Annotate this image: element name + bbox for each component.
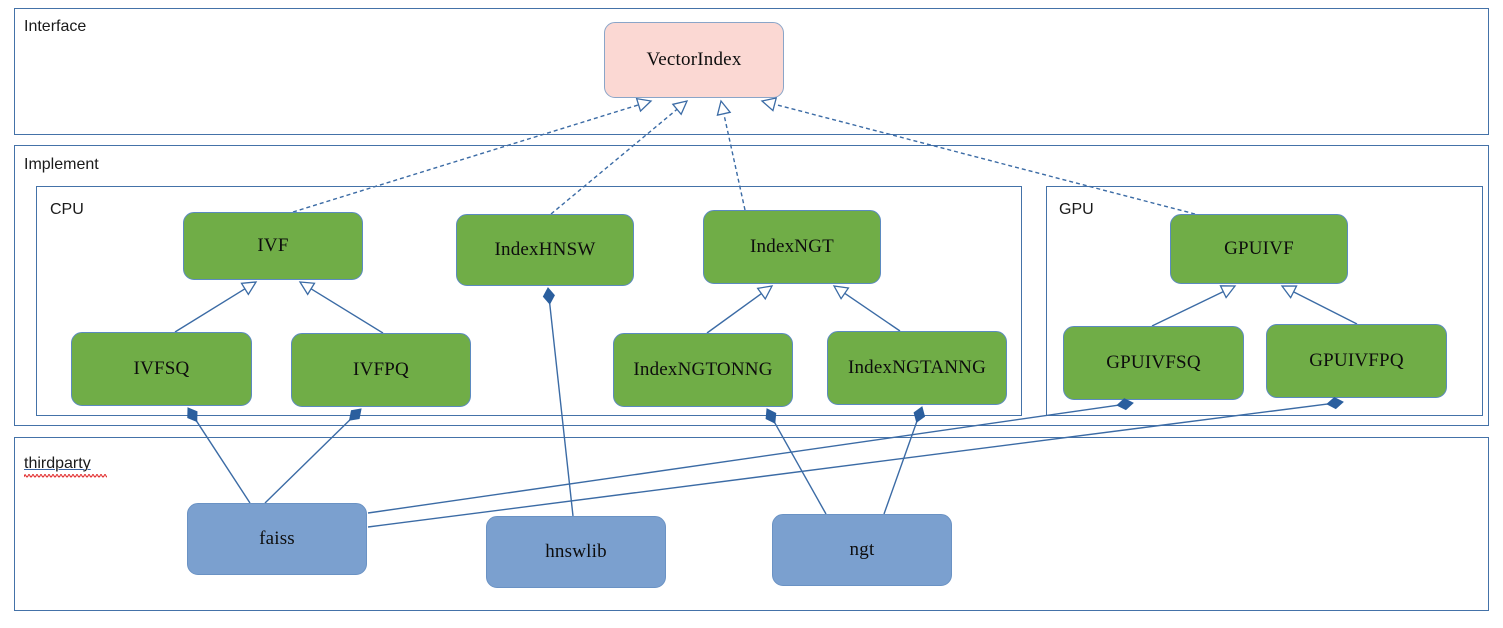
edge-ivf-to-vectorindex bbox=[292, 104, 639, 213]
group-box-thirdparty bbox=[14, 437, 1489, 611]
class-node-faiss[interactable]: faiss bbox=[187, 503, 367, 575]
class-node-indexngt[interactable]: IndexNGT bbox=[703, 210, 881, 284]
edge-ngt-to-indexngtonng bbox=[773, 421, 827, 515]
class-node-ngt[interactable]: ngt bbox=[772, 514, 952, 586]
class-node-ivf[interactable]: IVF bbox=[183, 212, 363, 280]
class-node-gpuivf[interactable]: GPUIVF bbox=[1170, 214, 1348, 284]
edge-ivfpq-to-ivf bbox=[310, 288, 384, 334]
class-node-hnswlib[interactable]: hnswlib bbox=[486, 516, 666, 588]
group-label-cpu: CPU bbox=[50, 201, 84, 218]
class-node-indexngtonng[interactable]: IndexNGTONNG bbox=[613, 333, 793, 407]
class-node-ivfsq[interactable]: IVFSQ bbox=[71, 332, 252, 406]
edge-indexngt-to-vectorindex bbox=[723, 113, 746, 211]
class-node-indexngtanng[interactable]: IndexNGTANNG bbox=[827, 331, 1007, 405]
edge-ivfsq-to-ivf bbox=[174, 288, 246, 333]
group-box-interface bbox=[14, 8, 1489, 135]
edge-indexngtanng-to-indexngt bbox=[844, 292, 901, 332]
class-node-gpuivfsq[interactable]: GPUIVFSQ bbox=[1063, 326, 1244, 400]
class-node-gpuivfpq[interactable]: GPUIVFPQ bbox=[1266, 324, 1447, 398]
spellcheck-squiggle-icon bbox=[24, 474, 107, 478]
group-label-gpu: GPU bbox=[1059, 201, 1094, 218]
group-box-gpu bbox=[1046, 186, 1483, 416]
edge-faiss-to-ivfsq bbox=[195, 420, 251, 504]
group-label-implement: Implement bbox=[24, 156, 99, 173]
group-label-interface: Interface bbox=[24, 18, 87, 35]
group-label-thirdparty: thirdparty bbox=[24, 456, 107, 478]
edge-faiss-to-gpuivfpq bbox=[367, 403, 1329, 528]
edge-gpuivfpq-to-gpuivf bbox=[1293, 291, 1358, 325]
class-node-vectorindex[interactable]: VectorIndex bbox=[604, 22, 784, 98]
group-box-implement bbox=[14, 145, 1489, 426]
class-node-ivfpq[interactable]: IVFPQ bbox=[291, 333, 471, 407]
edge-faiss-to-gpuivfsq bbox=[367, 404, 1119, 514]
edge-indexhnsw-to-vectorindex bbox=[550, 108, 678, 215]
edge-faiss-to-ivfpq bbox=[264, 418, 351, 504]
group-box-cpu bbox=[36, 186, 1022, 416]
edge-ngt-to-indexngtanng bbox=[883, 420, 918, 515]
edge-indexngtonng-to-indexngt bbox=[706, 293, 762, 334]
edge-gpuivfsq-to-gpuivf bbox=[1151, 291, 1224, 327]
edge-gpuivf-to-vectorindex bbox=[774, 103, 1196, 215]
class-node-indexhnsw[interactable]: IndexHNSW bbox=[456, 214, 634, 286]
edge-hnswlib-to-indexhnsw bbox=[548, 302, 574, 517]
